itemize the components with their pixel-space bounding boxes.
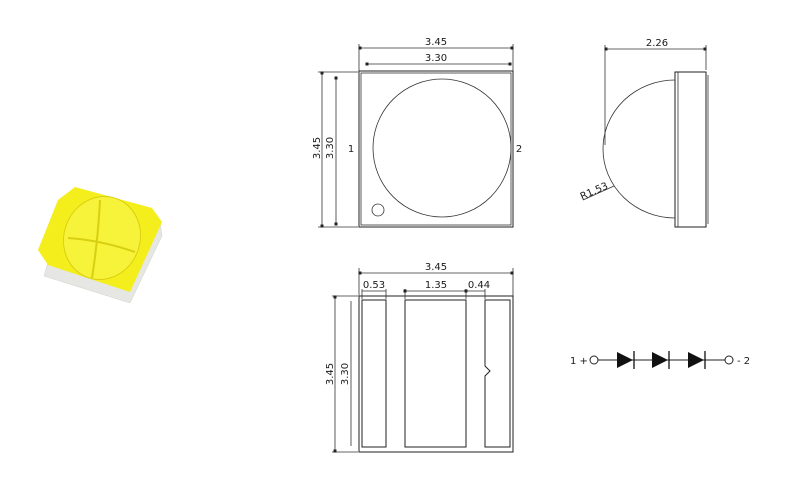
anode-label: 1 + xyxy=(570,356,588,367)
top-width-outer: 3.45 xyxy=(425,37,447,48)
circuit-schematic: 1 + - 2 xyxy=(570,351,750,369)
led-dome xyxy=(63,195,141,281)
anode-terminal xyxy=(589,355,599,365)
bottom-view: 3.45 0.53 1.35 0.44 3.45 3.30 xyxy=(325,262,514,453)
cathode-terminal xyxy=(724,355,734,365)
pad-right xyxy=(484,299,511,448)
pin-2-label: 2 xyxy=(516,144,522,155)
cathode-label: - 2 xyxy=(737,356,750,367)
dome-radius-dim: R1.53 xyxy=(579,181,610,203)
lens-circle xyxy=(372,78,512,218)
pin-1-label: 1 xyxy=(348,144,354,155)
top-height-inner: 3.30 xyxy=(325,137,336,159)
top-height-outer: 3.45 xyxy=(312,137,323,159)
pad-left xyxy=(361,299,387,448)
side-height-dim: 2.26 xyxy=(646,38,668,49)
polarity-mark xyxy=(371,203,385,217)
pad-center xyxy=(404,299,467,448)
diode-1 xyxy=(617,351,635,369)
diode-2 xyxy=(652,351,670,369)
bottom-width-outer: 3.45 xyxy=(425,262,447,273)
dome-profile xyxy=(602,79,676,219)
top-view: 3.45 3.30 3.45 3.30 1 2 xyxy=(312,37,522,228)
pad-center-dim: 1.35 xyxy=(425,280,447,291)
side-view: 2.26 R1.53 xyxy=(579,38,709,228)
bottom-height-inner: 3.30 xyxy=(340,363,351,385)
top-width-inner: 3.30 xyxy=(425,53,447,64)
pad-right-dim: 0.44 xyxy=(468,280,490,291)
pad-left-dim: 0.53 xyxy=(363,280,385,291)
bottom-height-outer: 3.45 xyxy=(325,363,336,385)
diode-3 xyxy=(688,351,706,369)
led-photo xyxy=(38,187,163,304)
